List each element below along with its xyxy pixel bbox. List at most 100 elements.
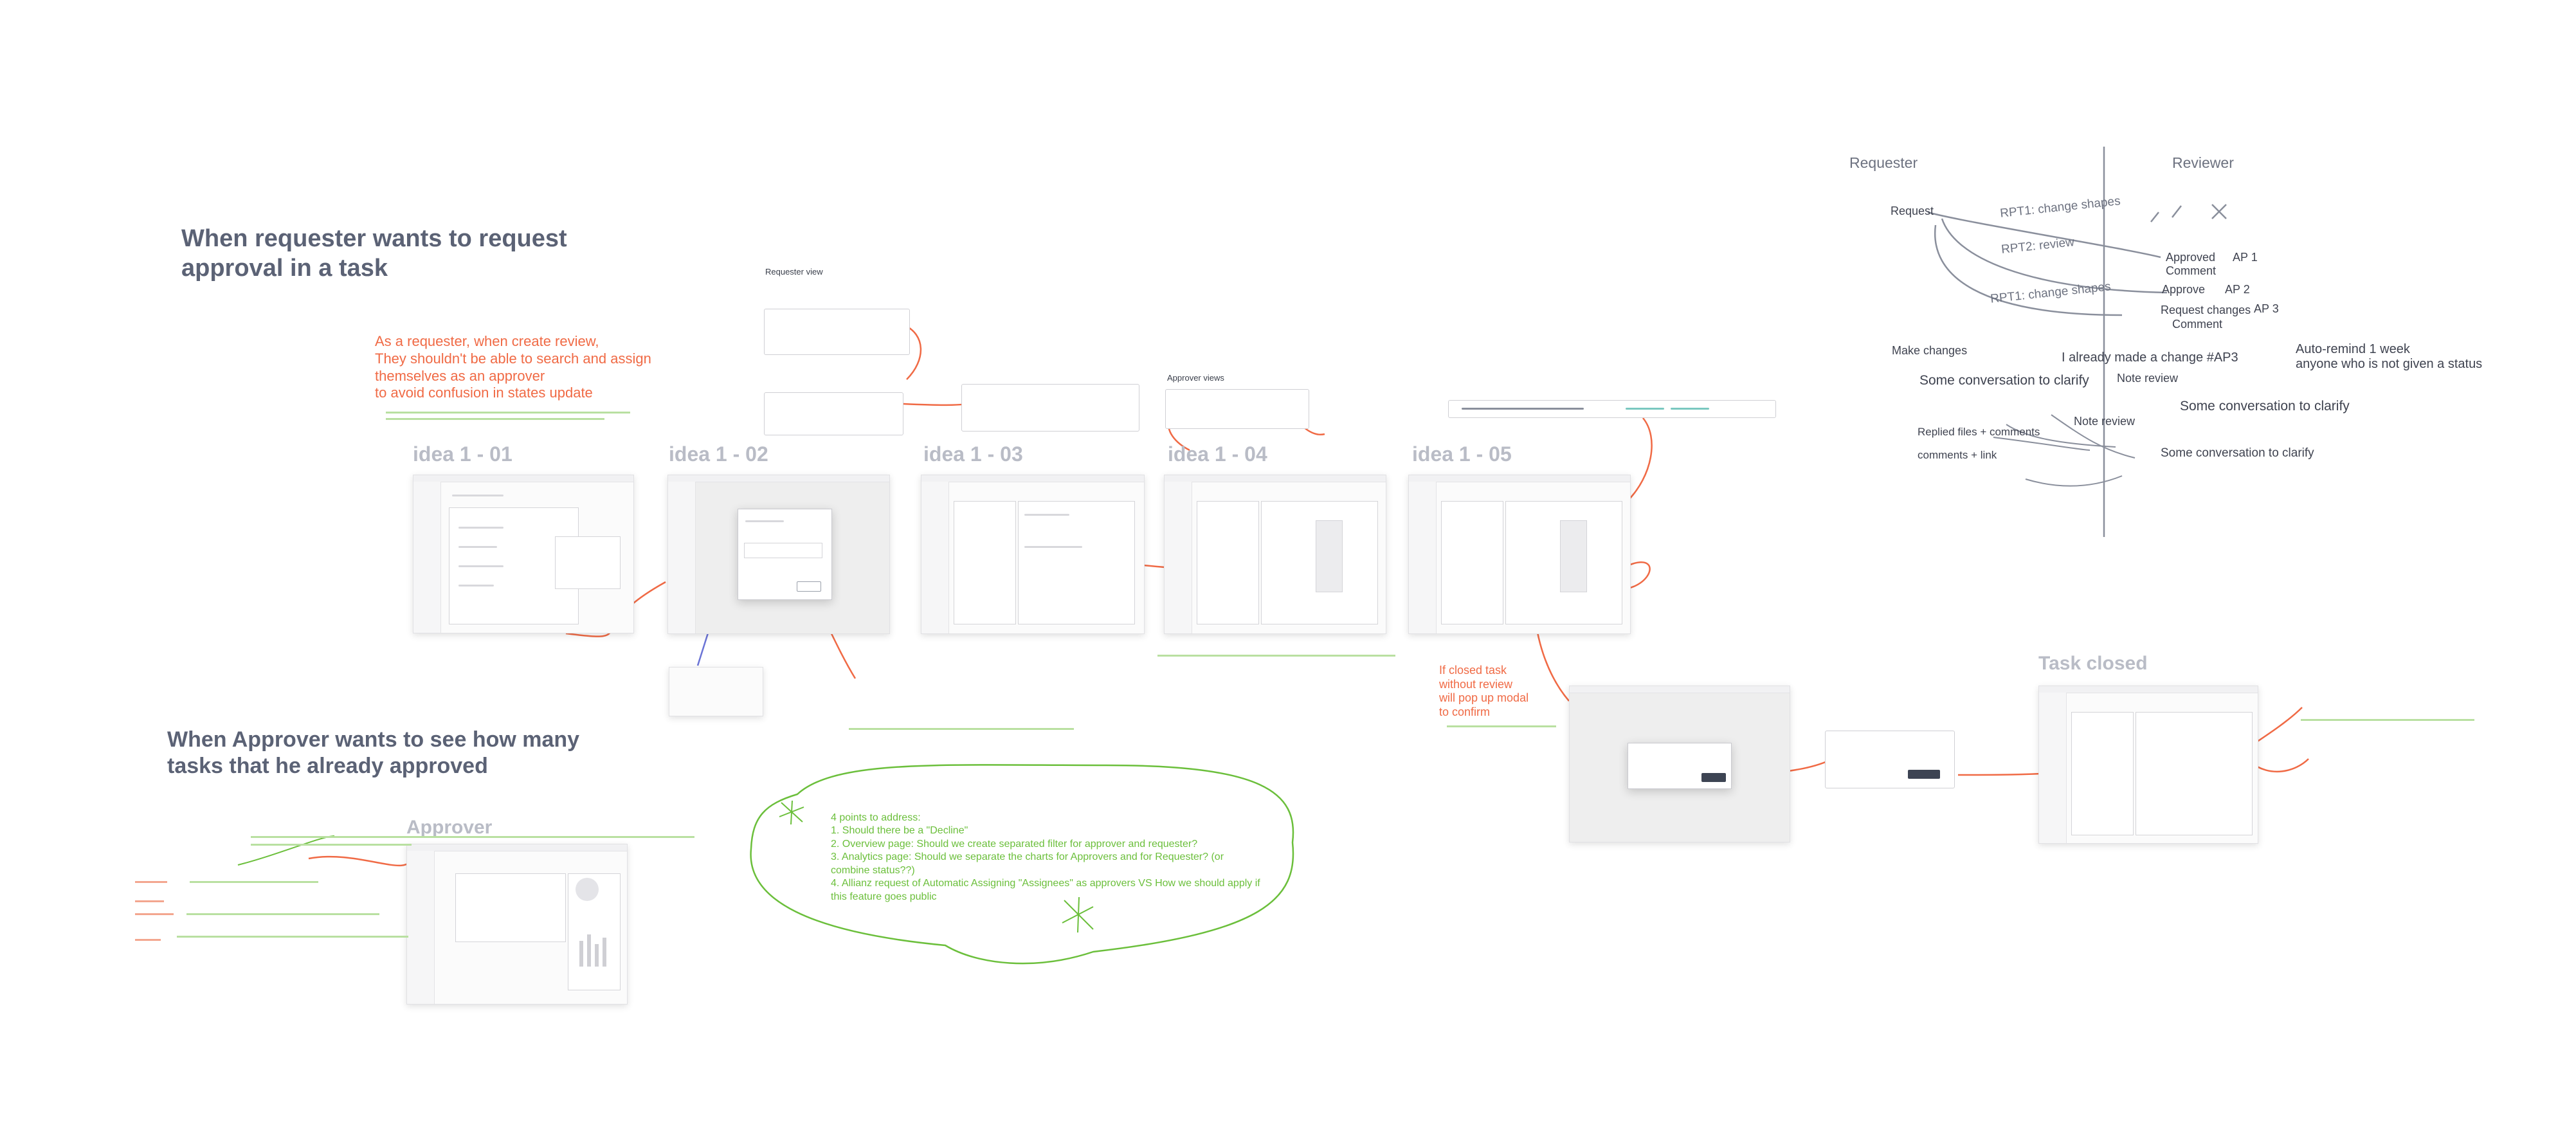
cloud-point: combine status??) (831, 864, 915, 876)
bar-mark (603, 938, 606, 967)
sketch-already-made: I already made a change #AP3 (2062, 350, 2238, 365)
sketch-conversation-2: Some conversation to clarify (2180, 399, 2350, 414)
section1-title: When requester wants to request approval… (181, 224, 567, 284)
orange-note-line (135, 900, 164, 902)
frame-line (458, 585, 494, 587)
sketch-conversation-1: Some conversation to clarify (1919, 373, 2089, 388)
idea-label-05: idea 1 - 05 (1412, 442, 1512, 466)
sketch-ap3: AP 3 (2254, 302, 2279, 315)
green-note-line (386, 412, 630, 414)
requester-view-card-1 (764, 309, 910, 355)
sketch-requester: Requester (1849, 154, 1918, 171)
approval-banner (1448, 400, 1776, 418)
frame-toolbar (921, 475, 1144, 482)
sketch-comment: Comment (2172, 317, 2223, 331)
requester-note-line: themselves as an approver (375, 367, 545, 384)
requester-view-card-2 (764, 392, 903, 435)
banner-link-line (1626, 408, 1664, 410)
closed-note-line: will pop up modal (1439, 691, 1529, 705)
wireframe-idea-04 (1164, 475, 1386, 634)
section1-title-line1: When requester wants to request (181, 225, 567, 252)
green-note-line (1157, 655, 1395, 657)
green-note-line (2301, 719, 2474, 721)
sketch-note-review-1: Note review (2117, 372, 2179, 385)
frame-sidebar (921, 482, 949, 633)
frame-toolbar (1165, 475, 1386, 482)
frame-toolbar (2039, 686, 2258, 693)
sketch-reviewer: Reviewer (2172, 154, 2234, 171)
green-note-line (1447, 725, 1556, 727)
sketch-approve: Approve (2162, 283, 2206, 296)
cloud-point: 2. Overview page: Should we create separ… (831, 838, 1198, 850)
frame-sidebar (1409, 482, 1437, 633)
approver-view-title: Approver views (1167, 373, 1224, 383)
frame-toolbar (407, 844, 627, 851)
cloud-point: 3. Analytics page: Should we separate th… (831, 851, 1224, 863)
green-note-line (177, 936, 408, 938)
green-note-line (251, 836, 694, 838)
green-note-line (190, 881, 318, 883)
closed-note-line: If closed task (1439, 664, 1507, 677)
idea-label-03: idea 1 - 03 (923, 442, 1023, 466)
closed-note-line: without review (1439, 677, 1513, 691)
requester-note-line: to avoid confusion in states update (375, 385, 593, 401)
green-note-line (849, 728, 1074, 730)
sketch-auto-remind: Auto-remind 1 week anyone who is not giv… (2296, 342, 2482, 372)
requester-note-line: As a requester, when create review, (375, 333, 599, 349)
cloud-point: 4. Allianz request of Automatic Assignin… (831, 878, 1260, 889)
bar-mark (579, 941, 583, 967)
frame-input (744, 543, 822, 558)
sketch-make-changes: Make changes (1892, 344, 1968, 357)
banner-link-line (1671, 408, 1709, 410)
reason-submit-button (1908, 770, 1940, 779)
sketch-ap1: AP 1 (2233, 251, 2258, 264)
sketch-auto-remind-line: anyone who is not given a status (2296, 357, 2483, 371)
wireframe-idea-01 (413, 475, 634, 633)
frame-line (458, 546, 497, 548)
frame-list (1441, 501, 1503, 624)
orange-note-line (135, 913, 174, 915)
frame-thumbs (1560, 520, 1587, 592)
wireframe-idea-03 (921, 475, 1145, 634)
approver-label: Approver (406, 817, 493, 838)
green-note-line (386, 418, 604, 420)
green-note-line (186, 913, 379, 915)
frame-line (745, 520, 784, 522)
confirm-button (1701, 773, 1726, 782)
close-reason-card (1825, 731, 1955, 788)
bar-mark (587, 934, 591, 967)
frame-line (452, 495, 503, 496)
requester-note: As a requester, when create review, They… (375, 333, 651, 402)
mini-wireframe (669, 667, 763, 716)
frame-toolbar (1409, 475, 1630, 482)
section2-title-line2: tasks that he already approved (167, 754, 488, 779)
sketch-request: Request (1891, 205, 1934, 217)
section1-title-line2: approval in a task (181, 255, 388, 282)
request-approval-card (961, 384, 1139, 432)
section2-title: When Approver wants to see how many task… (167, 727, 579, 780)
cloud-notes: 4 points to address: 1. Should there be … (831, 812, 1260, 904)
closed-note-line: to confirm (1439, 705, 1491, 718)
sketch-comments-link: comments + link (1918, 449, 1997, 461)
closed-task-note: If closed task without review will pop u… (1439, 664, 1528, 719)
donut-chart-icon (576, 878, 599, 901)
frame-sidebar (413, 482, 441, 633)
frame-list (2071, 712, 2134, 835)
sketch-conversation-3: Some conversation to clarify (2161, 446, 2314, 460)
banner-text-line (1462, 408, 1584, 410)
frame-button (797, 581, 821, 592)
confirm-modal (1628, 743, 1732, 789)
wireframe-task-closed (2038, 686, 2258, 844)
sketch-comment: Comment (2166, 264, 2217, 277)
frame-list (1197, 501, 1259, 624)
cloud-point: this feature goes public (831, 891, 937, 902)
frame-toolbar (413, 475, 633, 482)
frame-popup (555, 536, 621, 589)
frame-line (458, 565, 503, 567)
sketch-replied-files: Replied files + comments (1918, 426, 2040, 438)
section2-title-line1: When Approver wants to see how many (167, 727, 580, 752)
sketch-approved: Approved (2166, 251, 2216, 264)
frame-sidebar (668, 482, 696, 633)
requester-view-title: Requester view (765, 267, 823, 277)
frame-sidebar (1165, 482, 1192, 633)
